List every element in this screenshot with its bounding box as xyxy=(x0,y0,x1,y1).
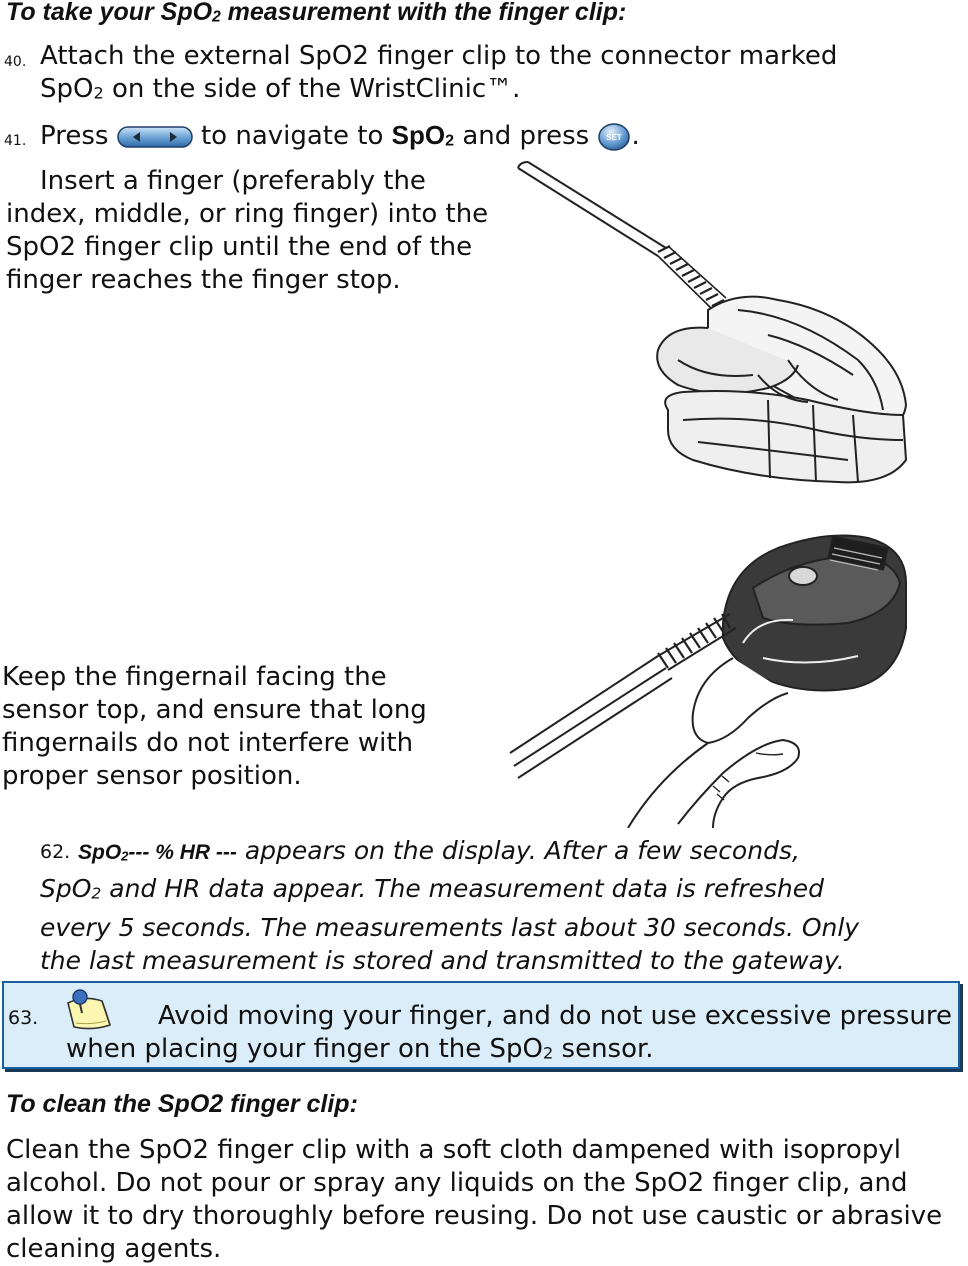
measure-heading: To take your SpO2 measurement with the f… xyxy=(6,0,627,26)
pushpin-note-icon xyxy=(67,989,112,1030)
clean-heading: To clean the SpO2 finger clip: xyxy=(6,1090,358,1118)
navigation-buttons-icon xyxy=(116,125,193,148)
step-41-text: Press to navigate to SpO2 and press SET … xyxy=(40,120,640,151)
set-button-icon: SET xyxy=(598,122,631,151)
step-40-number: 40. xyxy=(4,54,27,70)
finger-clip-illustration xyxy=(517,161,907,484)
finger-in-clip-illustration xyxy=(509,534,907,828)
step-40-text: Attach the external SpO2 finger clip to … xyxy=(40,41,838,104)
note-box: 63. Avoid moving your finger, and do not… xyxy=(2,981,960,1069)
step-62-text: SpO2--- % HR --- appears on the display.… xyxy=(40,836,860,975)
step-62-number: 62. xyxy=(40,841,71,863)
fingernail-instruction: Keep the fingernail facing the sensor to… xyxy=(2,662,427,791)
note-number: 63. xyxy=(8,1007,39,1029)
clean-instruction: Clean the SpO2 finger clip with a soft c… xyxy=(6,1135,943,1264)
set-button-label: SET xyxy=(607,133,623,142)
insert-instruction: Insert a finger (preferably the index, m… xyxy=(6,166,489,295)
note-text: Avoid moving your finger, and do not use… xyxy=(66,1001,952,1064)
step-41-number: 41. xyxy=(4,133,27,149)
